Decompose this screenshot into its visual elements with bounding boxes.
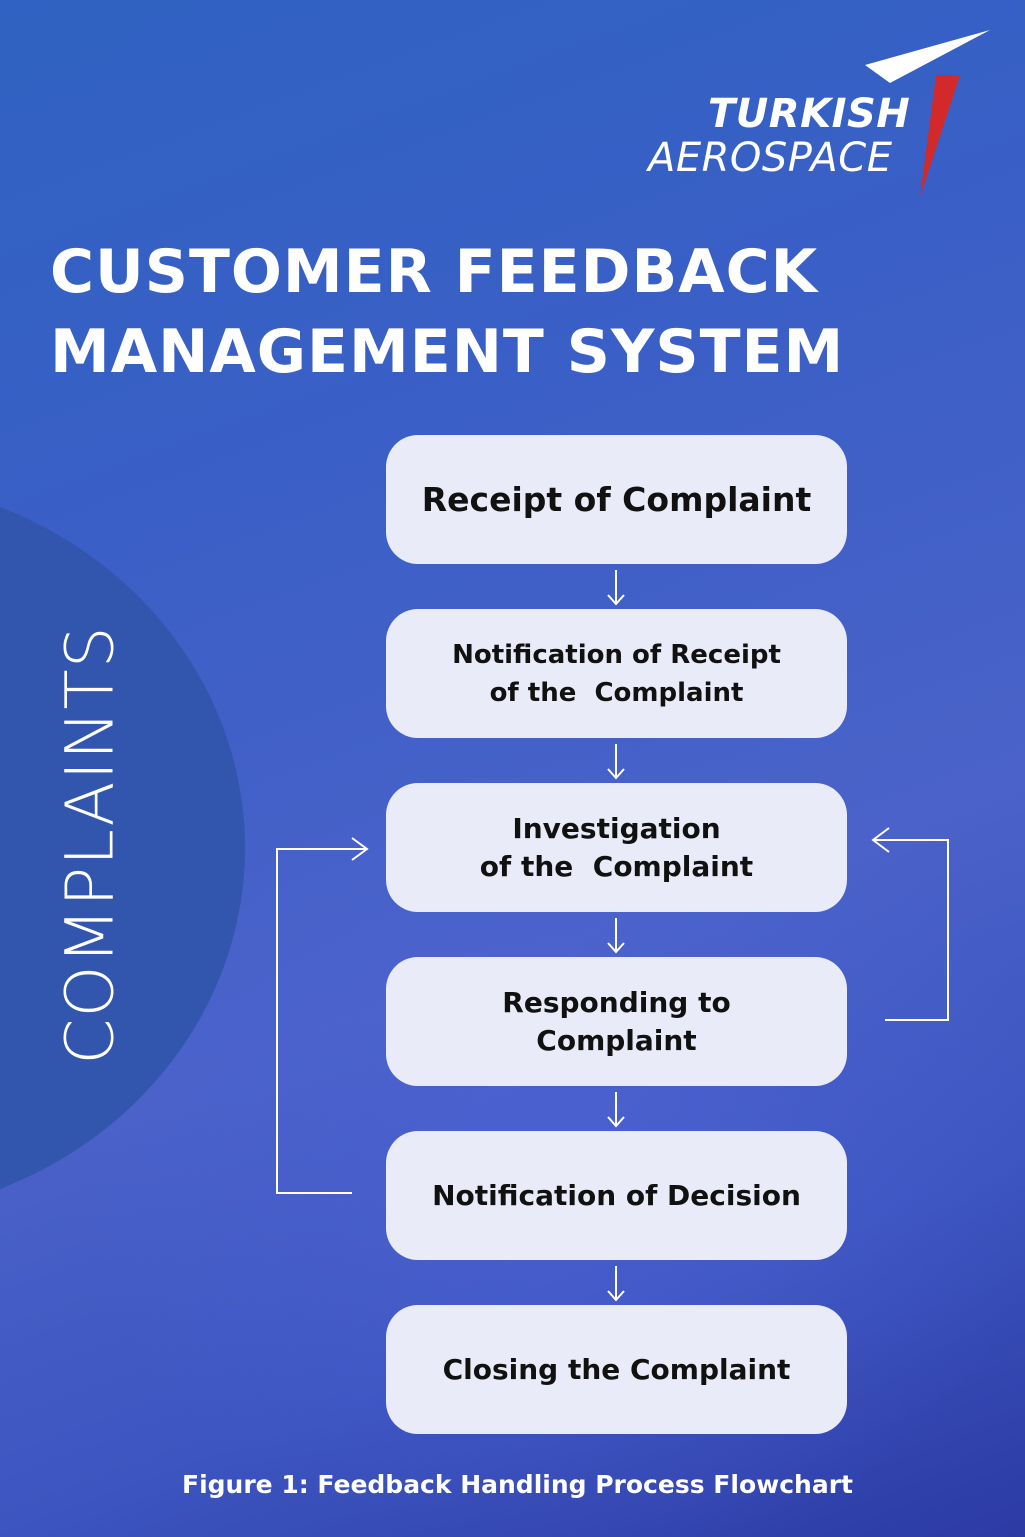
step-4-label-line-2: Complaint [536, 1023, 697, 1057]
step-notification-of-receipt: Notification of Receipt of the Complaint [386, 609, 847, 738]
step-notification-of-decision: Notification of Decision [386, 1131, 847, 1260]
step-6-label: Closing the Complaint [442, 1352, 791, 1386]
arrow-down-icon-2 [607, 744, 625, 780]
step-responding: Responding to Complaint [386, 957, 847, 1086]
brand-name-turkish: TURKISH [708, 91, 911, 137]
step-3-label-line-1: Investigation [512, 811, 721, 845]
turkish-aerospace-logo: TURKISH AEROSPACE [640, 25, 1000, 205]
step-2-label-line-1: Notification of Receipt [452, 639, 781, 670]
arrow-down-icon-4 [607, 1092, 625, 1128]
arrow-down-icon-5 [607, 1266, 625, 1302]
step-closing-the-complaint: Closing the Complaint [386, 1305, 847, 1434]
figure-caption: Figure 1: Feedback Handling Process Flow… [182, 1470, 853, 1499]
brand-name-aerospace: AEROSPACE [648, 135, 893, 181]
step-1-label: Receipt of Complaint [421, 479, 812, 519]
step-investigation: Investigation of the Complaint [386, 783, 847, 912]
arrow-down-icon-3 [607, 918, 625, 954]
arrow-down-icon-1 [607, 570, 625, 606]
page-title: CUSTOMER FEEDBACK MANAGEMENT SYSTEM [50, 232, 950, 392]
loop-left-arrow-icon [276, 837, 369, 1194]
step-2-label-line-2: of the Complaint [489, 677, 744, 708]
step-3-label-line-2: of the Complaint [479, 849, 754, 883]
title-line-2: MANAGEMENT SYSTEM [50, 317, 845, 387]
step-4-label-line-1: Responding to [502, 985, 731, 1019]
loop-right-arrow-icon [871, 827, 949, 1021]
step-receipt-of-complaint: Receipt of Complaint [386, 435, 847, 564]
step-5-label: Notification of Decision [432, 1178, 801, 1212]
logo-wing-icon [865, 30, 990, 197]
title-line-1: CUSTOMER FEEDBACK [50, 237, 819, 307]
